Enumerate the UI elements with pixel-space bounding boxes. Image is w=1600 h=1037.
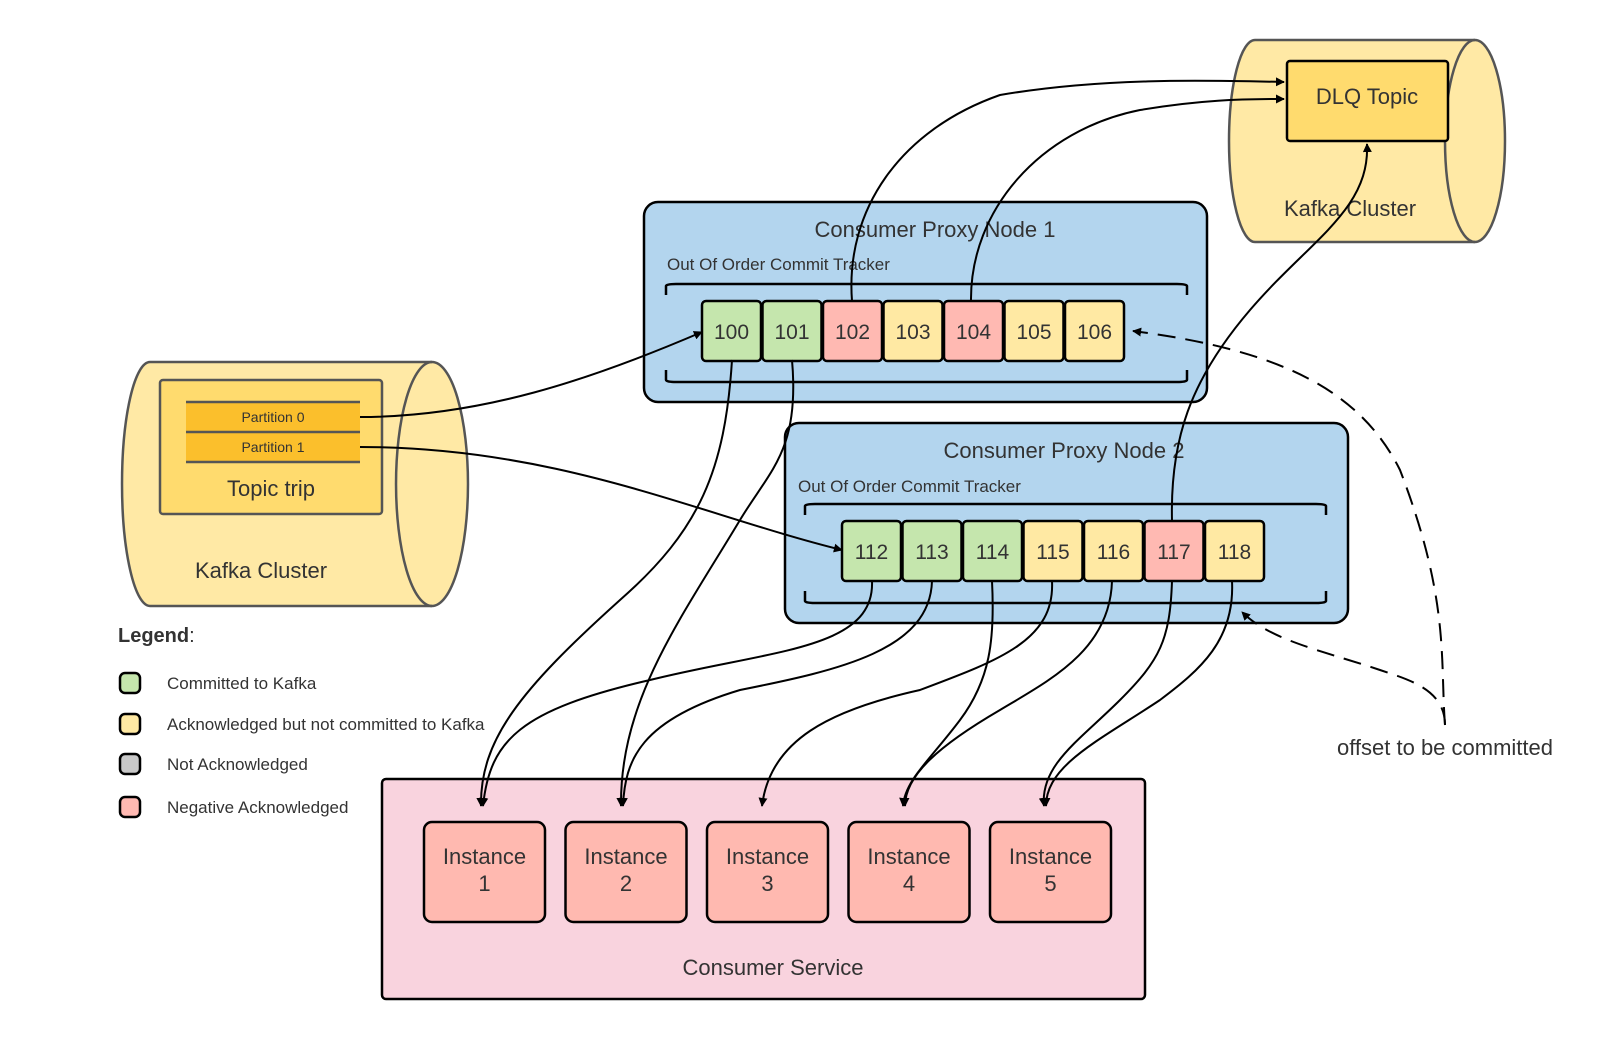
legend-label-acknowledged: Acknowledged but not committed to Kafka <box>167 715 485 734</box>
offset-cell-label-100: 100 <box>714 321 749 344</box>
instance-2[interactable] <box>564 820 688 924</box>
offset-cell-117[interactable] <box>1143 519 1205 583</box>
offset-cell-label-102: 102 <box>835 321 870 344</box>
kafka-cluster-right: DLQ Topic Kafka Cluster <box>1227 38 1507 244</box>
instance-5-label: Instance <box>1009 844 1092 869</box>
offset-cell-label-113: 113 <box>915 541 948 564</box>
cell-115-to-instance-3-arrow <box>758 580 1054 807</box>
connectors <box>359 77 1446 807</box>
offset-cell-label-117: 117 <box>1157 541 1190 564</box>
legend-swatch-acknowledged <box>118 712 142 736</box>
instance-3-number: 3 <box>761 871 773 896</box>
offset-cell-label-114: 114 <box>976 541 1010 564</box>
legend-swatch-negative <box>118 795 142 819</box>
proxy-node-2-bracket-top <box>803 502 1328 515</box>
instance-3[interactable] <box>705 820 830 924</box>
legend-label-negative: Negative Acknowledged <box>167 798 348 817</box>
offset-cell-103[interactable] <box>882 299 944 363</box>
proxy-node-1-tracker-label: Out Of Order Commit Tracker <box>667 255 890 274</box>
cell-118-to-instance-5-arrow <box>1041 580 1234 807</box>
partition-1-to-cell-112-arrow <box>359 446 843 553</box>
offset-cell-102[interactable] <box>821 299 884 363</box>
offset-cell-label-104: 104 <box>956 321 991 344</box>
cell-113-to-instance-2-arrow <box>618 580 933 807</box>
offset-cell-104[interactable] <box>942 299 1005 363</box>
instance-4[interactable] <box>847 820 971 924</box>
offset-cell-label-118: 118 <box>1218 541 1251 564</box>
kafka-cluster-left: Partition 0 Partition 1 Topic trip Kafka… <box>120 360 470 608</box>
offset-cell-label-115: 115 <box>1036 541 1069 564</box>
instance-1[interactable] <box>422 820 547 924</box>
instance-4-number: 4 <box>903 871 915 896</box>
offset-cell-label-112: 112 <box>855 541 888 564</box>
offset-cell-label-116: 116 <box>1097 541 1130 564</box>
cell-116-to-instance-4-arrow <box>900 580 1113 807</box>
instance-5-number: 5 <box>1044 871 1056 896</box>
instance-3-label: Instance <box>726 844 809 869</box>
instances: Instance1Instance2Instance3Instance4Inst… <box>422 820 1113 924</box>
partition-1[interactable] <box>186 433 360 462</box>
proxy-node-2-cells: 112 113 114 115 116 117 118 <box>840 519 1266 583</box>
proxy-node-1-bracket-top <box>664 282 1189 295</box>
proxy-node-2-tracker-label: Out Of Order Commit Tracker <box>798 477 1021 496</box>
instance-4-label: Instance <box>867 844 950 869</box>
dlq-topic-box[interactable] <box>1285 59 1450 143</box>
consumer-service-label: Consumer Service <box>683 955 864 980</box>
offset-cell-label-106: 106 <box>1077 321 1112 344</box>
cell-104-to-dlq-arrow <box>969 94 1285 302</box>
proxy-node-2-bracket-bottom <box>803 591 1328 605</box>
offset-cell-118[interactable] <box>1203 519 1266 583</box>
offset-to-cell-106-dashed-arrow <box>1132 327 1446 726</box>
legend-title: Legend: <box>118 625 195 647</box>
proxy-node-1-title: Consumer Proxy Node 1 <box>815 217 1056 242</box>
offset-annotation: offset to be committed <box>1337 735 1553 760</box>
offset-cell-106[interactable] <box>1063 299 1126 363</box>
kafka-cluster-left-cylinder-face <box>394 360 433 608</box>
legend-label-not-acknowledged: Not Acknowledged <box>167 755 308 774</box>
consumer-proxy-node-2: Consumer Proxy Node 2 Out Of Order Commi… <box>783 421 1350 625</box>
partition-0[interactable] <box>186 403 360 432</box>
proxy-node-1-bracket-bottom <box>664 370 1189 384</box>
offset-cell-116[interactable] <box>1082 519 1145 583</box>
dlq-topic-label: DLQ Topic <box>1316 84 1418 109</box>
legend-swatch-committed <box>118 671 142 695</box>
instance-2-number: 2 <box>620 871 632 896</box>
instance-1-number: 1 <box>478 871 490 896</box>
instance-2-label: Instance <box>584 844 667 869</box>
instance-5[interactable] <box>988 820 1113 924</box>
offset-cell-label-103: 103 <box>895 321 930 344</box>
kafka-cluster-right-label: Kafka Cluster <box>1284 196 1416 221</box>
consumer-proxy-node-1: Consumer Proxy Node 1 Out Of Order Commi… <box>642 200 1209 404</box>
cell-117-to-dlq-arrow <box>1170 143 1372 522</box>
partition-0-label: Partition 0 <box>241 409 304 425</box>
offset-cell-label-105: 105 <box>1016 321 1051 344</box>
proxy-node-2-title: Consumer Proxy Node 2 <box>944 438 1185 463</box>
cell-102-to-dlq-arrow <box>850 77 1285 302</box>
proxy-node-1-cells: 100 101 102 103 104 105 106 <box>700 299 1126 363</box>
legend-swatch-not-acknowledged <box>118 752 142 776</box>
kafka-cluster-left-label: Kafka Cluster <box>195 558 327 583</box>
partition-0-to-cell-100-arrow <box>359 331 703 418</box>
cell-101-to-instance-2-arrow <box>616 359 795 807</box>
cell-100-to-instance-1-arrow <box>476 359 733 807</box>
instance-1-label: Instance <box>443 844 526 869</box>
offset-to-cell-118-dashed-arrow <box>1241 611 1446 726</box>
cell-117-to-instance-5-arrow <box>1038 580 1173 807</box>
offset-cell-label-101: 101 <box>774 321 809 344</box>
cell-112-to-instance-1-arrow <box>479 580 874 807</box>
partition-1-label: Partition 1 <box>241 439 304 455</box>
offset-cell-105[interactable] <box>1003 299 1065 363</box>
legend-label-committed: Committed to Kafka <box>167 674 317 693</box>
consumer-service: Instance1Instance2Instance3Instance4Inst… <box>380 777 1147 1001</box>
topic-trip-label: Topic trip <box>227 476 315 501</box>
